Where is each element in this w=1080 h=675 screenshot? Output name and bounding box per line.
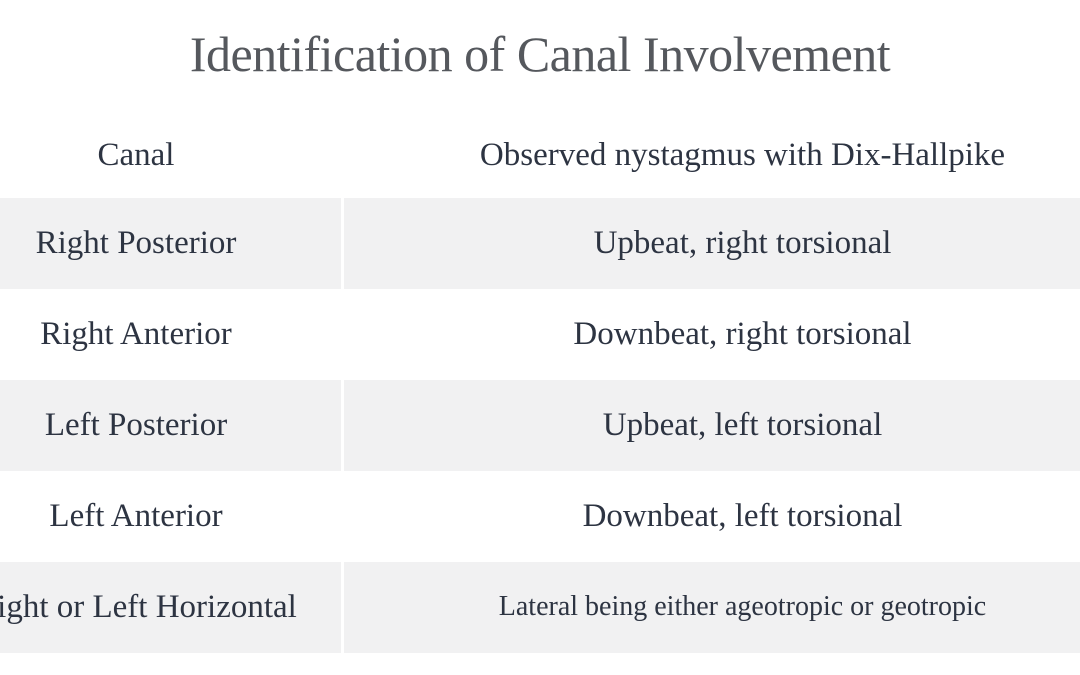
column-divider — [341, 562, 344, 653]
cell-nystagmus-horizontal: Lateral being either ageotropic or geotr… — [344, 562, 1080, 653]
column-divider — [341, 471, 344, 562]
column-divider — [341, 112, 344, 198]
cell-canal-left-posterior: Left Posterior — [0, 380, 341, 471]
canal-involvement-table: Canal Observed nystagmus with Dix-Hallpi… — [0, 112, 1080, 653]
table-row: Right Anterior Downbeat, right torsional — [0, 289, 1080, 380]
cell-canal-left-anterior: Left Anterior — [49, 498, 223, 535]
table-row: Right Posterior Upbeat, right torsional — [0, 198, 1080, 289]
cell-canal-right-posterior: Right Posterior — [0, 198, 341, 289]
cell-nystagmus-right-posterior: Upbeat, right torsional — [344, 198, 1080, 289]
table-row: Left Anterior Downbeat, left torsional — [0, 471, 1080, 562]
cell-nystagmus-right-anterior: Downbeat, right torsional — [573, 316, 912, 353]
table-header-row: Canal Observed nystagmus with Dix-Hallpi… — [0, 112, 1080, 198]
column-header-canal: Canal — [97, 136, 175, 173]
cell-nystagmus-left-anterior: Downbeat, left torsional — [582, 498, 903, 535]
column-header-nystagmus: Observed nystagmus with Dix-Hallpike — [479, 136, 1006, 173]
table-row: Left Posterior Upbeat, left torsional — [0, 380, 1080, 471]
column-divider — [341, 380, 344, 471]
cell-canal-horizontal: Right or Left Horizontal — [0, 562, 341, 653]
cell-canal-right-anterior: Right Anterior — [40, 316, 232, 353]
column-divider — [341, 289, 344, 380]
table-row: Right or Left Horizontal Lateral being e… — [0, 562, 1080, 653]
page-title: Identification of Canal Involvement — [189, 26, 891, 82]
column-divider — [341, 198, 344, 289]
cell-nystagmus-left-posterior: Upbeat, left torsional — [344, 380, 1080, 471]
